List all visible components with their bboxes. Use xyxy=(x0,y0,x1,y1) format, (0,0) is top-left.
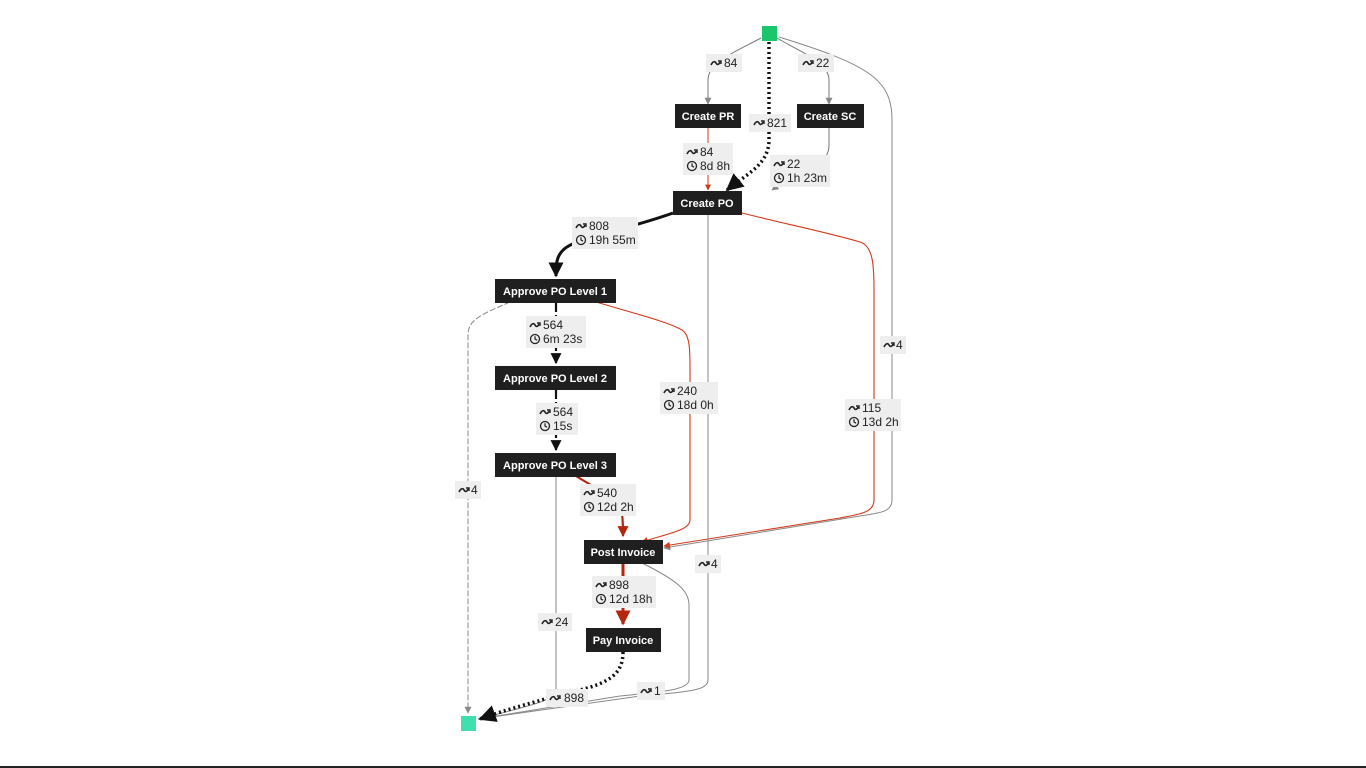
label-start-create-pr: 84 xyxy=(706,54,742,72)
activity-label: Create PO xyxy=(680,198,734,210)
frequency-value: 808 xyxy=(589,219,609,233)
activity-create-sc[interactable]: Create SC xyxy=(797,104,864,128)
activity-label: Approve PO Level 3 xyxy=(503,460,607,472)
activity-label: Pay Invoice xyxy=(593,635,654,647)
label-approve-2-approve-3: 564 15s xyxy=(536,403,578,435)
frequency-value: 84 xyxy=(724,56,738,70)
label-approve-3-end: 24 xyxy=(538,613,572,631)
duration-value: 6m 23s xyxy=(543,332,582,346)
activity-label: Create SC xyxy=(804,111,857,123)
frequency-value: 898 xyxy=(564,691,584,705)
frequency-value: 4 xyxy=(471,483,478,497)
frequency-value: 821 xyxy=(767,116,787,130)
edge-approve-3-end[interactable] xyxy=(477,476,557,720)
activity-label: Approve PO Level 1 xyxy=(503,286,607,298)
duration-value: 8d 8h xyxy=(700,159,730,173)
activity-create-po[interactable]: Create PO xyxy=(673,191,742,215)
activity-approve-po-level-1[interactable]: Approve PO Level 1 xyxy=(495,279,616,303)
label-start-create-po: 821 xyxy=(749,114,791,132)
duration-value: 13d 2h xyxy=(862,415,899,429)
label-approve-1-approve-2: 564 6m 23s xyxy=(526,316,586,348)
label-create-pr-create-po: 84 8d 8h xyxy=(683,143,733,175)
duration-value: 12d 18h xyxy=(609,592,652,606)
bottom-border xyxy=(0,766,1366,768)
frequency-value: 540 xyxy=(597,486,617,500)
duration-value: 19h 55m xyxy=(589,233,636,247)
activity-label: Approve PO Level 2 xyxy=(503,373,607,385)
label-create-sc-create-po: 22 1h 23m xyxy=(770,155,830,187)
frequency-value: 22 xyxy=(787,157,801,171)
label-post-invoice-pay-invoice: 898 12d 18h xyxy=(592,576,656,608)
label-start-create-sc: 22 xyxy=(798,54,834,72)
start-node[interactable] xyxy=(762,26,777,41)
frequency-value: 898 xyxy=(609,578,629,592)
frequency-value: 564 xyxy=(543,318,563,332)
duration-value: 18d 0h xyxy=(677,398,714,412)
frequency-value: 22 xyxy=(816,56,830,70)
activity-approve-po-level-2[interactable]: Approve PO Level 2 xyxy=(495,366,616,390)
activity-post-invoice[interactable]: Post Invoice xyxy=(584,540,663,564)
frequency-value: 24 xyxy=(555,615,569,629)
frequency-value: 240 xyxy=(677,384,697,398)
activity-label: Post Invoice xyxy=(591,547,656,559)
duration-value: 12d 2h xyxy=(597,500,634,514)
edge-approve-1-post-invoice[interactable] xyxy=(595,301,691,544)
end-node[interactable] xyxy=(461,716,476,731)
frequency-value: 84 xyxy=(700,145,714,159)
activity-create-pr[interactable]: Create PR xyxy=(675,104,741,128)
label-start-post-invoice: 4 xyxy=(880,336,906,354)
edge-labels: 84 22 821 4 84 8d 8h 22 xyxy=(455,54,906,707)
frequency-value: 564 xyxy=(553,405,573,419)
activity-approve-po-level-3[interactable]: Approve PO Level 3 xyxy=(495,453,616,477)
label-create-po-post-invoice: 115 13d 2h xyxy=(845,399,901,431)
frequency-value: 1 xyxy=(654,684,661,698)
label-create-po-approve-1: 808 19h 55m xyxy=(572,217,638,249)
label-approve-1-end: 4 xyxy=(455,481,481,499)
activity-label: Create PR xyxy=(682,111,735,123)
edge-start-post-invoice[interactable] xyxy=(663,36,893,551)
label-post-invoice-end: 1 xyxy=(637,682,665,700)
edge-approve-1-end[interactable] xyxy=(464,301,511,714)
duration-value: 15s xyxy=(553,419,572,433)
label-pay-invoice-end: 898 xyxy=(546,689,588,707)
label-approve-1-post-invoice: 240 18d 0h xyxy=(660,382,718,414)
frequency-value: 4 xyxy=(896,338,903,352)
activity-pay-invoice[interactable]: Pay Invoice xyxy=(586,628,661,652)
label-approve-3-post-invoice: 540 12d 2h xyxy=(580,484,636,516)
duration-value: 1h 23m xyxy=(787,171,827,185)
label-create-po-end: 4 xyxy=(695,555,721,573)
nodes: Create PR Create SC Create PO Approve PO… xyxy=(461,26,864,731)
frequency-value: 115 xyxy=(862,401,881,415)
frequency-value: 4 xyxy=(711,557,718,571)
edge-create-po-post-invoice[interactable] xyxy=(663,212,875,549)
